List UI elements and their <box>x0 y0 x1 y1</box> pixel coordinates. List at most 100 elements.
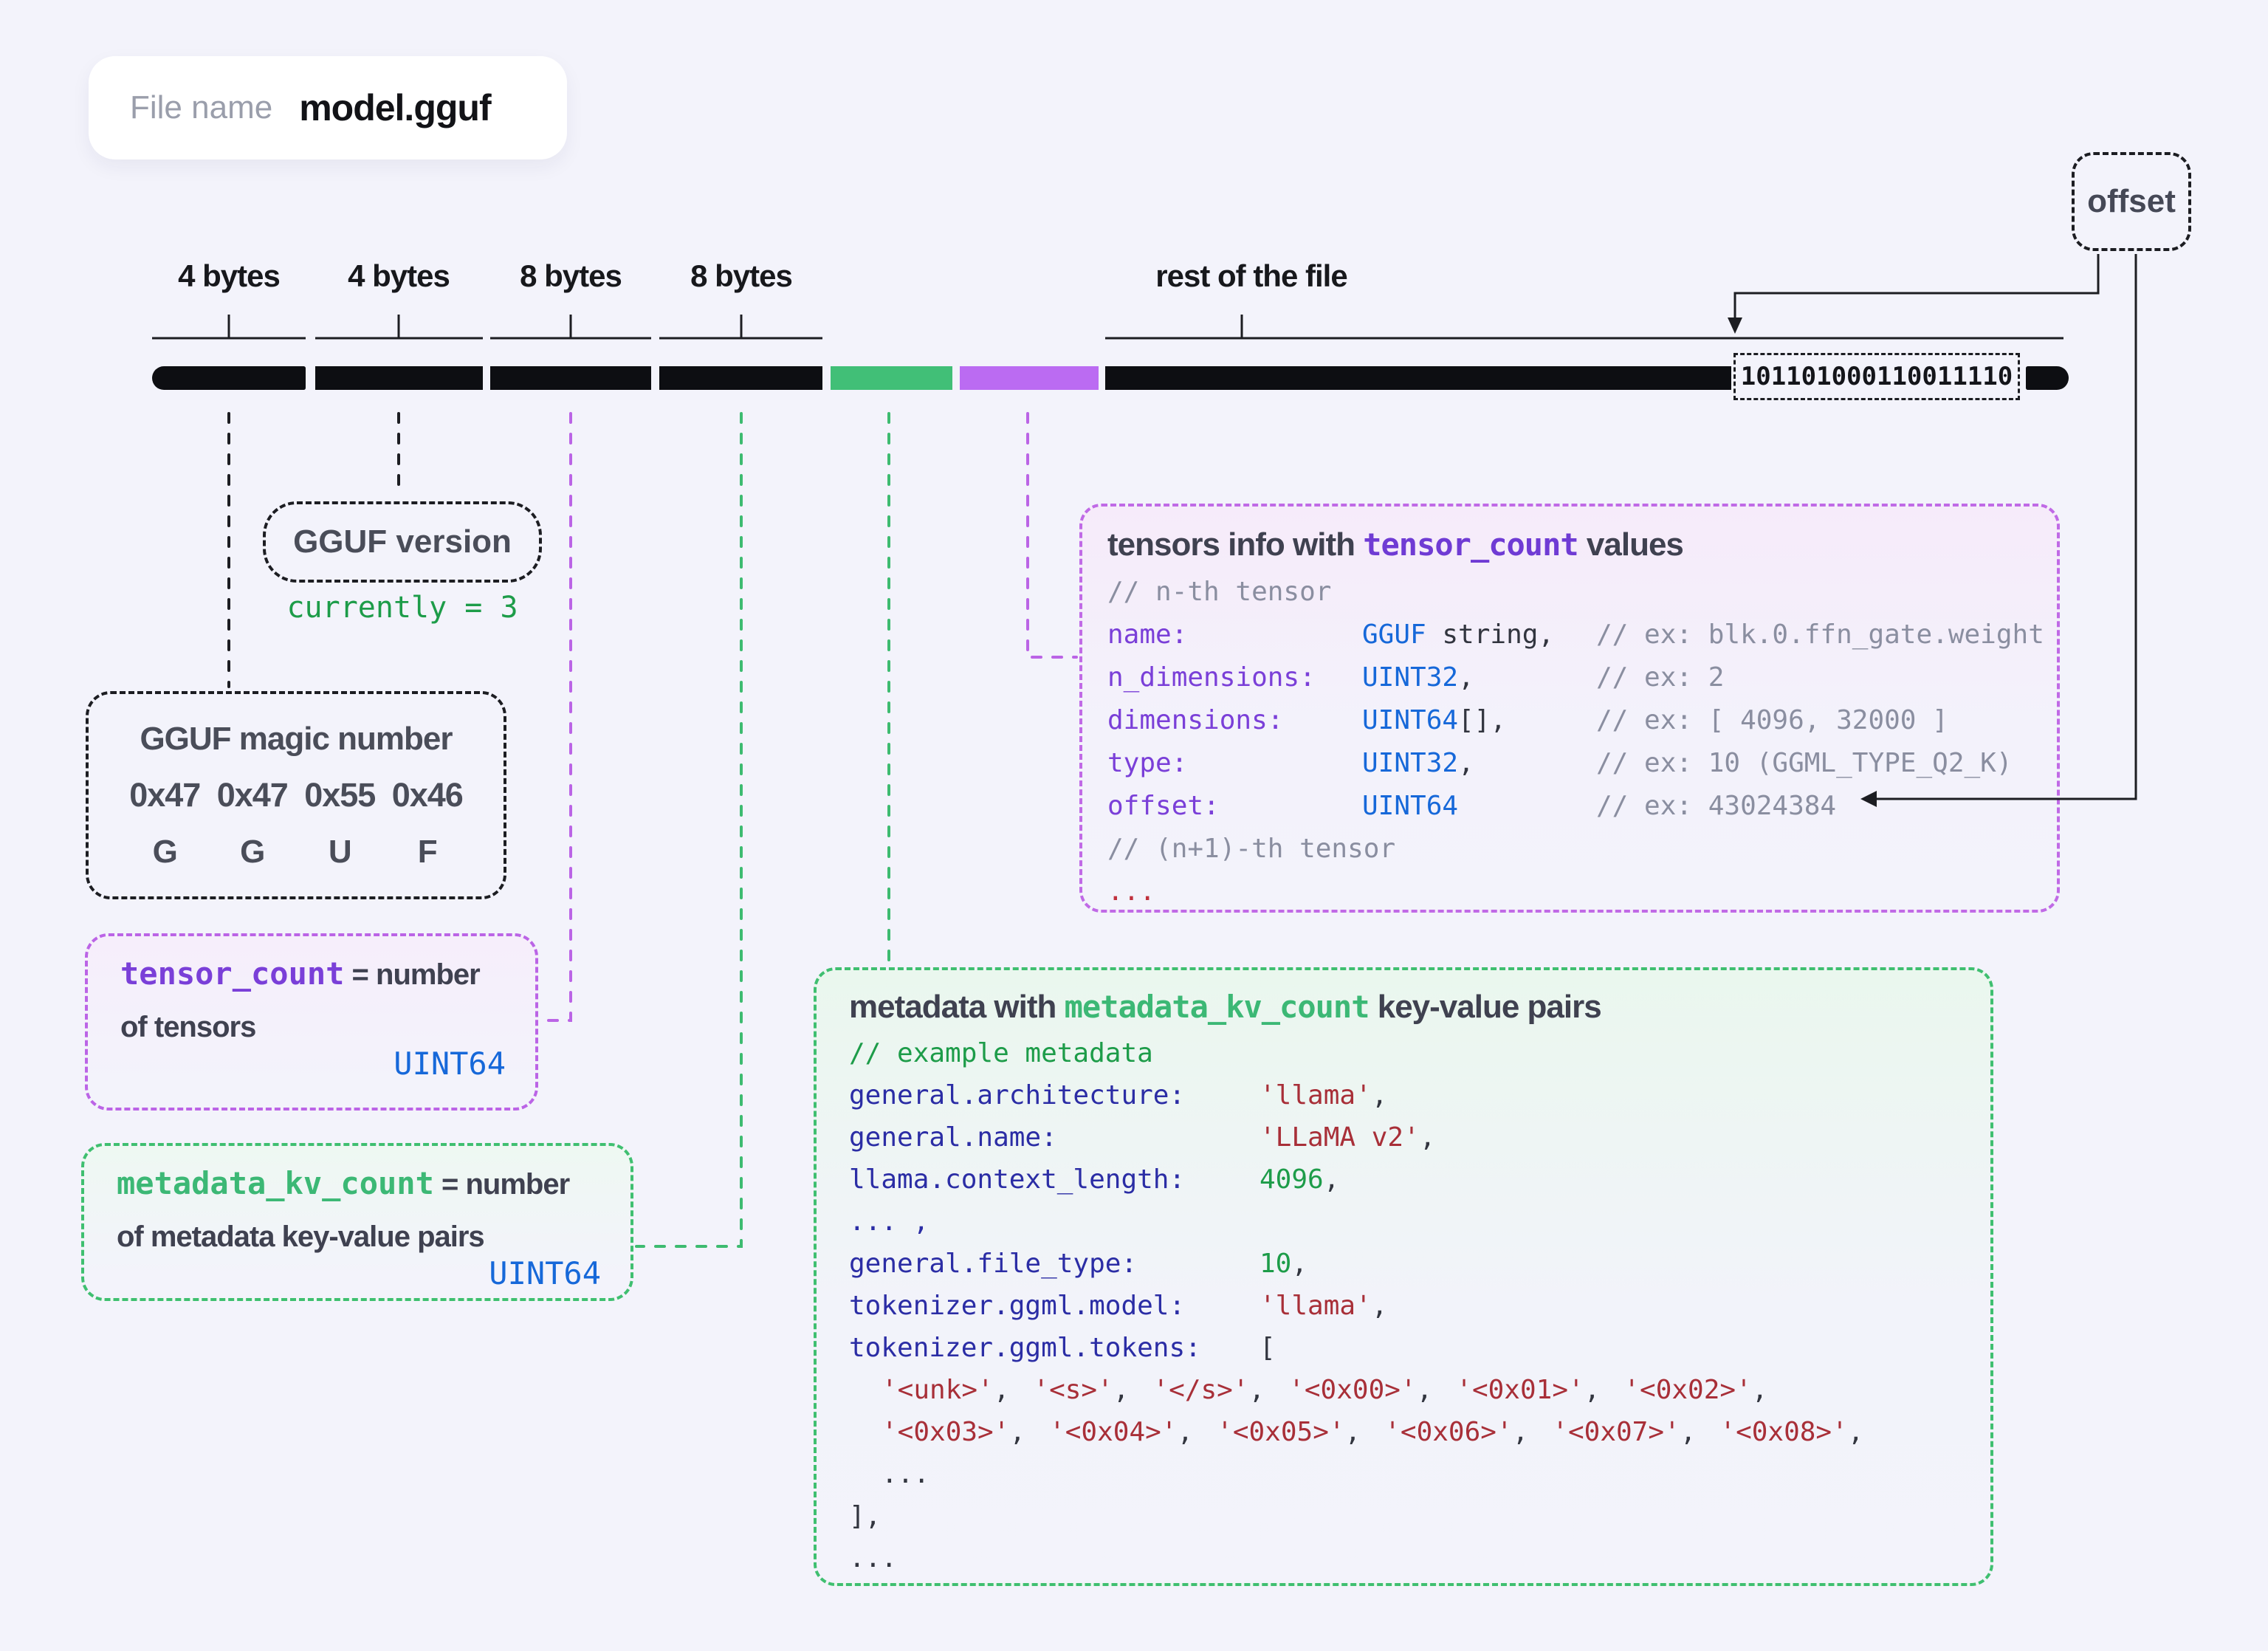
field-type: GGUF <box>1362 619 1426 650</box>
gguf-version-box: GGUF version <box>263 501 542 583</box>
field-type-suffix: , <box>1458 662 1474 693</box>
meta-value: 'LLaMA v2' <box>1260 1122 1420 1153</box>
token-list-ellipsis: ... <box>882 1459 930 1489</box>
dropline-tensor-count <box>540 412 572 1022</box>
token: '<0x06>' <box>1384 1417 1513 1447</box>
bar-segment-metadata-kv-count <box>659 366 822 390</box>
example-metadata-comment: // example metadata <box>849 1038 1153 1068</box>
tensor-field-row: type:UINT32,// ex: 10 (GGML_TYPE_Q2_K) <box>1107 747 2039 780</box>
field-type-suffix: [], <box>1458 705 1507 735</box>
token-comma: , <box>1512 1417 1529 1447</box>
token-comma: , <box>1344 1417 1361 1447</box>
version-current-value: currently = 3 <box>286 591 518 625</box>
n1th-tensor-comment: // (n+1)-th tensor <box>1107 834 1396 864</box>
field-comment: // ex: [ 4096, 32000 ] <box>1596 705 1948 735</box>
tensors-title-post: values <box>1578 526 1684 563</box>
offset-callout-box: offset <box>2072 152 2191 251</box>
metadata-kv-count-name: metadata_kv_count <box>117 1165 434 1201</box>
magic-byte: 0x47 <box>129 776 201 814</box>
gguf-magic-number-box: GGUF magic number 0x47 0x47 0x55 0x46 G … <box>86 691 506 899</box>
metadata-title-post: key-value pairs <box>1369 989 1602 1025</box>
field-key: type: <box>1107 748 1188 778</box>
meta-suffix: , <box>1371 1291 1388 1321</box>
token: '<0x04>' <box>1049 1417 1178 1447</box>
field-type-suffix: , <box>1458 748 1474 778</box>
token-comma: , <box>1113 1375 1130 1405</box>
metadata-row-ellipsis: ... , <box>849 1206 1973 1238</box>
file-name-pill: File name model.gguf <box>89 56 567 159</box>
offset-to-binary-line <box>1733 254 2100 320</box>
token-comma: , <box>1416 1375 1433 1405</box>
tensor-field-row-offset: offset: UINT64 // ex: 43024384 <box>1107 790 2039 823</box>
meta-key: ... , <box>849 1206 929 1237</box>
meta-key: general.file_type: <box>849 1249 1138 1279</box>
bar-segment-metadata <box>831 366 952 390</box>
bracket-rest-of-file <box>1105 315 2063 340</box>
tensors-title-mono: tensor_count <box>1363 526 1578 563</box>
tensor-count-type: UINT64 <box>394 1046 506 1082</box>
meta-suffix: , <box>1323 1164 1340 1195</box>
field-type: UINT64 <box>1362 791 1459 821</box>
field-type: UINT32 <box>1362 748 1459 778</box>
field-key: dimensions: <box>1107 705 1284 735</box>
metadata-box: metadata with metadata_kv_count key-valu… <box>814 967 1993 1586</box>
bracket-8bytes-1 <box>490 315 651 340</box>
magic-char: F <box>417 833 438 870</box>
metadata-kv-count-type: UINT64 <box>489 1255 601 1291</box>
meta-key: tokenizer.ggml.model: <box>849 1291 1186 1321</box>
byte-label-version: 4 bytes <box>348 258 450 293</box>
token-list-row: '<0x03>', '<0x04>', '<0x05>', '<0x06>', … <box>849 1416 1973 1449</box>
field-type: UINT32 <box>1362 662 1459 693</box>
metadata-kv-count-eq: = number <box>433 1168 570 1201</box>
token-list-row: '<unk>', '<s>', '</s>', '<0x00>', '<0x01… <box>849 1374 1973 1407</box>
meta-key: tokenizer.ggml.tokens: <box>849 1333 1201 1363</box>
dropline-metadata-kv-count <box>635 412 743 1248</box>
token: '</s>' <box>1152 1375 1249 1405</box>
token: '<0x01>' <box>1456 1375 1584 1405</box>
metadata-row: general.architecture:'llama', <box>849 1080 1973 1112</box>
token-list-close: ], <box>849 1501 882 1531</box>
metadata-title: metadata with metadata_kv_count key-valu… <box>849 986 1973 1028</box>
token-comma: , <box>993 1375 1010 1405</box>
bracket-4bytes-1 <box>152 315 306 340</box>
bar-segment-tensors-info <box>960 366 1099 390</box>
token: '<0x02>' <box>1623 1375 1752 1405</box>
token-comma: , <box>1584 1375 1601 1405</box>
field-comment: // ex: 43024384 <box>1596 791 1837 821</box>
field-key: n_dimensions: <box>1107 662 1316 693</box>
magic-byte: 0x46 <box>391 776 464 814</box>
token-comma: , <box>1177 1417 1194 1447</box>
nth-tensor-comment: // n-th tensor <box>1107 577 1332 607</box>
token: '<0x07>' <box>1552 1417 1680 1447</box>
meta-value: 4096 <box>1260 1164 1324 1195</box>
token-comma: , <box>1680 1417 1697 1447</box>
arrow-down-icon <box>1728 318 1742 334</box>
tensors-info-title: tensors info with tensor_count values <box>1107 524 2039 566</box>
bar-segment-magic <box>152 366 306 390</box>
meta-value: 'llama' <box>1260 1080 1372 1111</box>
field-type-suffix: string, <box>1426 619 1555 650</box>
offset-label: offset <box>2087 183 2176 219</box>
token: '<0x05>' <box>1217 1417 1345 1447</box>
meta-value: 10 <box>1260 1249 1292 1279</box>
metadata-title-mono: metadata_kv_count <box>1064 989 1370 1025</box>
field-key: name: <box>1107 619 1188 650</box>
field-comment: // ex: blk.0.ffn_gate.weight <box>1596 619 2044 650</box>
byte-label-magic: 4 bytes <box>178 258 281 293</box>
meta-suffix: , <box>1419 1122 1436 1153</box>
token: '<s>' <box>1033 1375 1113 1405</box>
field-key: offset: <box>1107 791 1220 821</box>
rest-of-file-label: rest of the file <box>1155 258 1347 293</box>
token-comma: , <box>1751 1375 1768 1405</box>
tensors-ellipsis: ... <box>1107 876 1156 907</box>
meta-value: [ <box>1260 1333 1276 1363</box>
tensor-field-row: name: GGUF string, // ex: blk.0.ffn_gate.w… <box>1107 619 2044 651</box>
bar-segment-version <box>315 366 483 390</box>
token-comma: , <box>1847 1417 1864 1447</box>
tensor-count-box: tensor_count = number of tensors UINT64 <box>85 933 538 1111</box>
meta-suffix: , <box>1291 1249 1308 1279</box>
field-comment: // ex: 2 <box>1596 662 1725 693</box>
field-type: UINT64 <box>1362 705 1459 735</box>
dropline-tensors-info <box>1026 412 1078 659</box>
